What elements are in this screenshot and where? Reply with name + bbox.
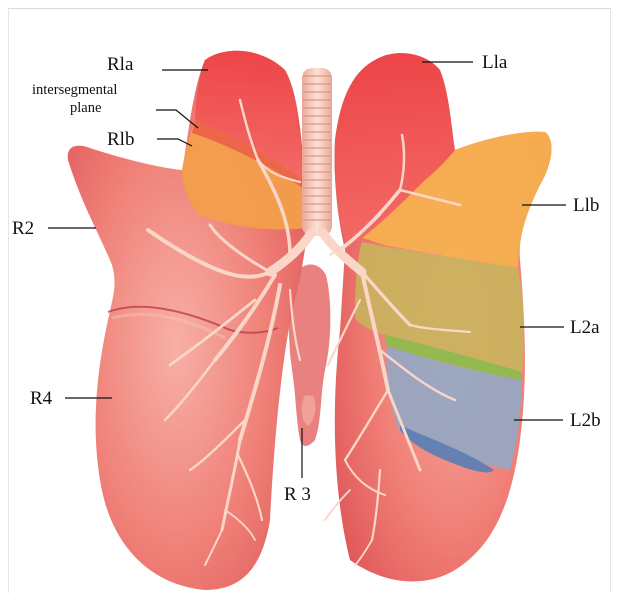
label-r2: R2 xyxy=(12,218,34,239)
label-lla: Lla xyxy=(482,52,508,73)
label-intersegmental-line1: intersegmental xyxy=(32,82,117,98)
label-r3: R 3 xyxy=(284,484,311,505)
trachea xyxy=(302,68,332,236)
left-lung xyxy=(335,53,552,581)
label-l2a: L2a xyxy=(570,317,600,338)
label-l2b: L2b xyxy=(570,410,601,431)
label-intersegmental-line2: plane xyxy=(70,100,101,116)
label-r4: R4 xyxy=(30,388,53,409)
label-rla: Rla xyxy=(107,54,134,75)
label-rlb: Rlb xyxy=(107,129,134,150)
label-llb: Llb xyxy=(573,195,599,216)
